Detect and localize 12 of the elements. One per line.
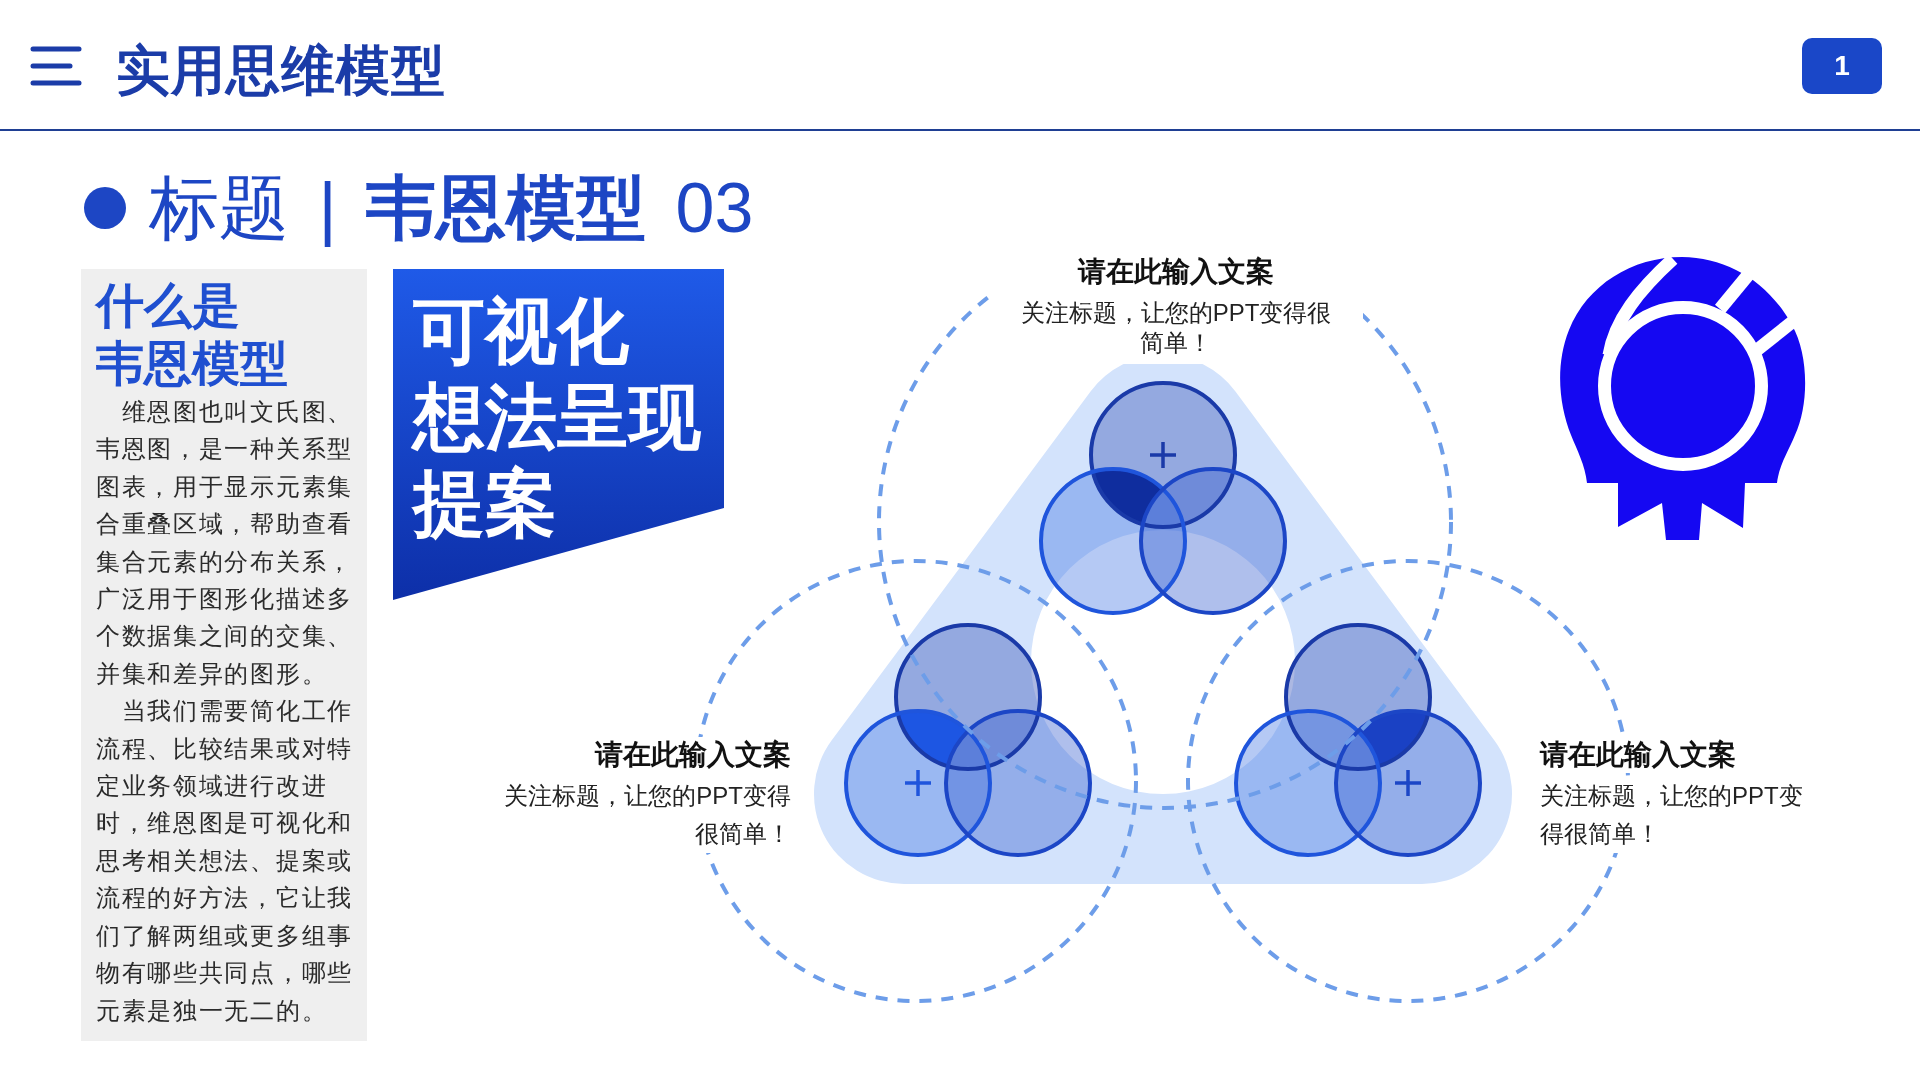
callout-heading: 请在此输入文案 [1540,737,1736,773]
panel-paragraph: 当我们需要简化工作流程、比较结果或对特定业务领域进行改进时，维恩图是可视化和思考相关想法、提案或流程的好方法，它让我们了解两组或更多组事物有哪些共同点，哪些元素是独一无二的。 [96,696,354,1026]
panel-paragraph: 维恩图也叫文氏图、韦恩图，是一种关系型图表，用于显示元素集合重叠区域，帮助查看集合元素的分布关系，广泛用于图形化描述多个数据集之间的交集、并集和差异的图形。 [96,397,354,689]
banner-heading: 想法呈现 [413,376,701,459]
banner-heading: 提案 [413,462,557,545]
banner [393,269,724,600]
page-number-badge: 1 [1802,38,1882,94]
page-title: 实用思维模型 [116,40,446,100]
banner-heading: 可视化 [413,290,629,373]
panel-heading: 什么是 [96,278,240,334]
panel-heading: 韦恩模型 [96,336,288,392]
section-heading: 标题 | 韦恩模型 03 [149,168,754,249]
